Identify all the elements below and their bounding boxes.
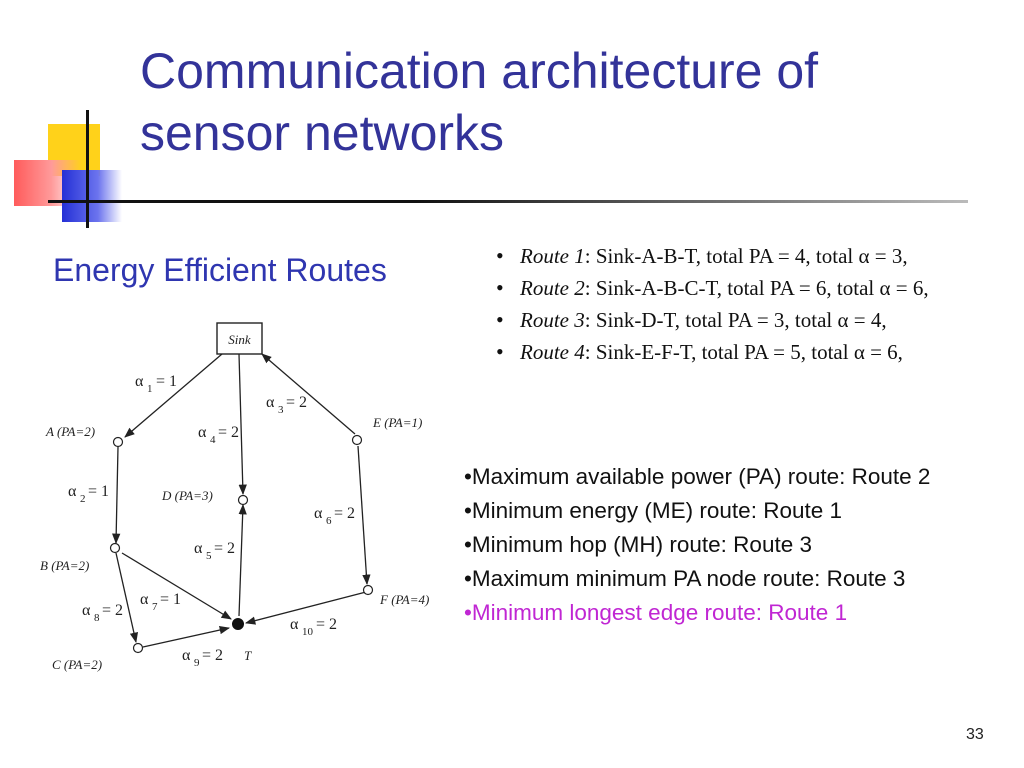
slide-subtitle: Energy Efficient Routes bbox=[53, 252, 387, 288]
edge-label-1: α 1 = 1 bbox=[135, 373, 177, 395]
svg-text:2: 2 bbox=[80, 493, 86, 505]
edge-label-4: α 4 = 2 bbox=[198, 424, 239, 446]
svg-text:7: 7 bbox=[152, 601, 158, 613]
route-name: Route 2 bbox=[520, 276, 585, 300]
edge-c-t bbox=[142, 625, 231, 648]
edge-e-f bbox=[357, 445, 371, 586]
svg-text:= 1: = 1 bbox=[88, 483, 109, 500]
page-number: 33 bbox=[966, 726, 984, 743]
sink-node bbox=[216, 322, 263, 355]
route-desc: : Sink-A-B-C-T, total PA = 6, total α = … bbox=[584, 276, 929, 300]
node-c-label: C (PA=2) bbox=[52, 657, 102, 672]
edge-label-10: α 10 = 2 bbox=[290, 616, 337, 638]
node-e bbox=[351, 434, 363, 446]
route-desc: : Sink-E-F-T, total PA = 5, total α = 6, bbox=[584, 340, 903, 364]
svg-text:α: α bbox=[68, 483, 77, 500]
title-line-2: sensor networks bbox=[140, 105, 505, 161]
node-f bbox=[362, 584, 374, 596]
sink-label: Sink bbox=[228, 332, 251, 347]
edge-b-t bbox=[121, 552, 232, 620]
edge-sink-a bbox=[124, 353, 223, 438]
edge-e-sink bbox=[261, 353, 356, 435]
node-d bbox=[237, 494, 249, 506]
route-name: Route 4 bbox=[520, 340, 585, 364]
fact-max-pa: •Maximum available power (PA) route: Rou… bbox=[464, 464, 931, 489]
svg-text:8: 8 bbox=[94, 612, 100, 624]
edge-label-5: α 5 = 2 bbox=[194, 540, 235, 562]
node-c bbox=[132, 642, 144, 654]
node-t-label: T bbox=[244, 648, 252, 663]
edge-sink-d bbox=[238, 353, 247, 496]
slide-title: Communication architecture of sensor net… bbox=[140, 40, 1010, 164]
svg-text:α: α bbox=[135, 373, 144, 390]
network-diagram: Sink A (PA=2) B (PA=2) C (PA=2) D (PA=3)… bbox=[40, 322, 429, 672]
svg-text:5: 5 bbox=[206, 550, 212, 562]
edge-label-2: α 2 = 1 bbox=[68, 483, 109, 505]
svg-text:= 2: = 2 bbox=[316, 616, 337, 633]
route-item: Route 2: Sink-A-B-C-T, total PA = 6, tot… bbox=[490, 272, 980, 304]
svg-text:α: α bbox=[140, 591, 149, 608]
svg-text:= 2: = 2 bbox=[214, 540, 235, 557]
route-item: Route 3: Sink-D-T, total PA = 3, total α… bbox=[490, 304, 980, 336]
routes-list: Route 1: Sink-A-B-T, total PA = 4, total… bbox=[490, 240, 980, 368]
svg-text:α: α bbox=[266, 394, 275, 411]
svg-text:= 2: = 2 bbox=[102, 602, 123, 619]
svg-text:4: 4 bbox=[210, 434, 216, 446]
logo-vertical-line bbox=[86, 110, 89, 228]
edge-f-t bbox=[244, 591, 367, 625]
node-a bbox=[112, 436, 124, 448]
node-t bbox=[232, 618, 244, 630]
svg-text:10: 10 bbox=[302, 626, 314, 638]
svg-text:α: α bbox=[182, 647, 191, 664]
svg-text:9: 9 bbox=[194, 657, 200, 669]
node-d-label: D (PA=3) bbox=[161, 488, 213, 503]
edge-label-3: α 3 = 2 bbox=[266, 394, 307, 416]
route-item: Route 4: Sink-E-F-T, total PA = 5, total… bbox=[490, 336, 980, 368]
node-f-label: F (PA=4) bbox=[379, 592, 429, 607]
logo-blue-square bbox=[62, 170, 122, 222]
node-e-label: E (PA=1) bbox=[372, 415, 422, 430]
route-desc: : Sink-A-B-T, total PA = 4, total α = 3, bbox=[584, 244, 908, 268]
node-b bbox=[109, 542, 121, 554]
svg-text:= 1: = 1 bbox=[156, 373, 177, 390]
title-line-1: Communication architecture of bbox=[140, 43, 819, 99]
svg-text:= 2: = 2 bbox=[218, 424, 239, 441]
svg-text:3: 3 bbox=[278, 404, 284, 416]
edge-a-b bbox=[112, 446, 121, 545]
svg-text:= 1: = 1 bbox=[160, 591, 181, 608]
fact-min-hop: •Minimum hop (MH) route: Route 3 bbox=[464, 532, 812, 557]
edge-label-8: α 8 = 2 bbox=[82, 602, 123, 624]
fact-max-min-pa: •Maximum minimum PA node route: Route 3 bbox=[464, 566, 906, 591]
route-facts: •Maximum available power (PA) route: Rou… bbox=[464, 460, 1004, 630]
title-underline bbox=[48, 200, 968, 203]
node-b-label: B (PA=2) bbox=[40, 558, 89, 573]
fact-min-longest-edge: •Minimum longest edge route: Route 1 bbox=[464, 600, 848, 625]
svg-text:α: α bbox=[82, 602, 91, 619]
svg-text:α: α bbox=[198, 424, 207, 441]
svg-text:= 2: = 2 bbox=[202, 647, 223, 664]
svg-text:= 2: = 2 bbox=[286, 394, 307, 411]
svg-text:α: α bbox=[314, 505, 323, 522]
edge-b-c bbox=[115, 552, 139, 644]
node-a-label: A (PA=2) bbox=[45, 424, 95, 439]
svg-text:1: 1 bbox=[147, 383, 153, 395]
route-name: Route 3 bbox=[520, 308, 585, 332]
svg-text:= 2: = 2 bbox=[334, 505, 355, 522]
route-item: Route 1: Sink-A-B-T, total PA = 4, total… bbox=[490, 240, 980, 272]
svg-text:α: α bbox=[290, 616, 299, 633]
edge-label-6: α 6 = 2 bbox=[314, 505, 355, 527]
svg-text:6: 6 bbox=[326, 515, 332, 527]
edge-t-d bbox=[238, 503, 247, 617]
route-desc: : Sink-D-T, total PA = 3, total α = 4, bbox=[584, 308, 887, 332]
edge-label-7: α 7 = 1 bbox=[140, 591, 181, 613]
edge-label-9: α 9 = 2 bbox=[182, 647, 223, 669]
fact-min-energy: •Minimum energy (ME) route: Route 1 bbox=[464, 498, 843, 523]
route-name: Route 1 bbox=[520, 244, 585, 268]
svg-text:α: α bbox=[194, 540, 203, 557]
